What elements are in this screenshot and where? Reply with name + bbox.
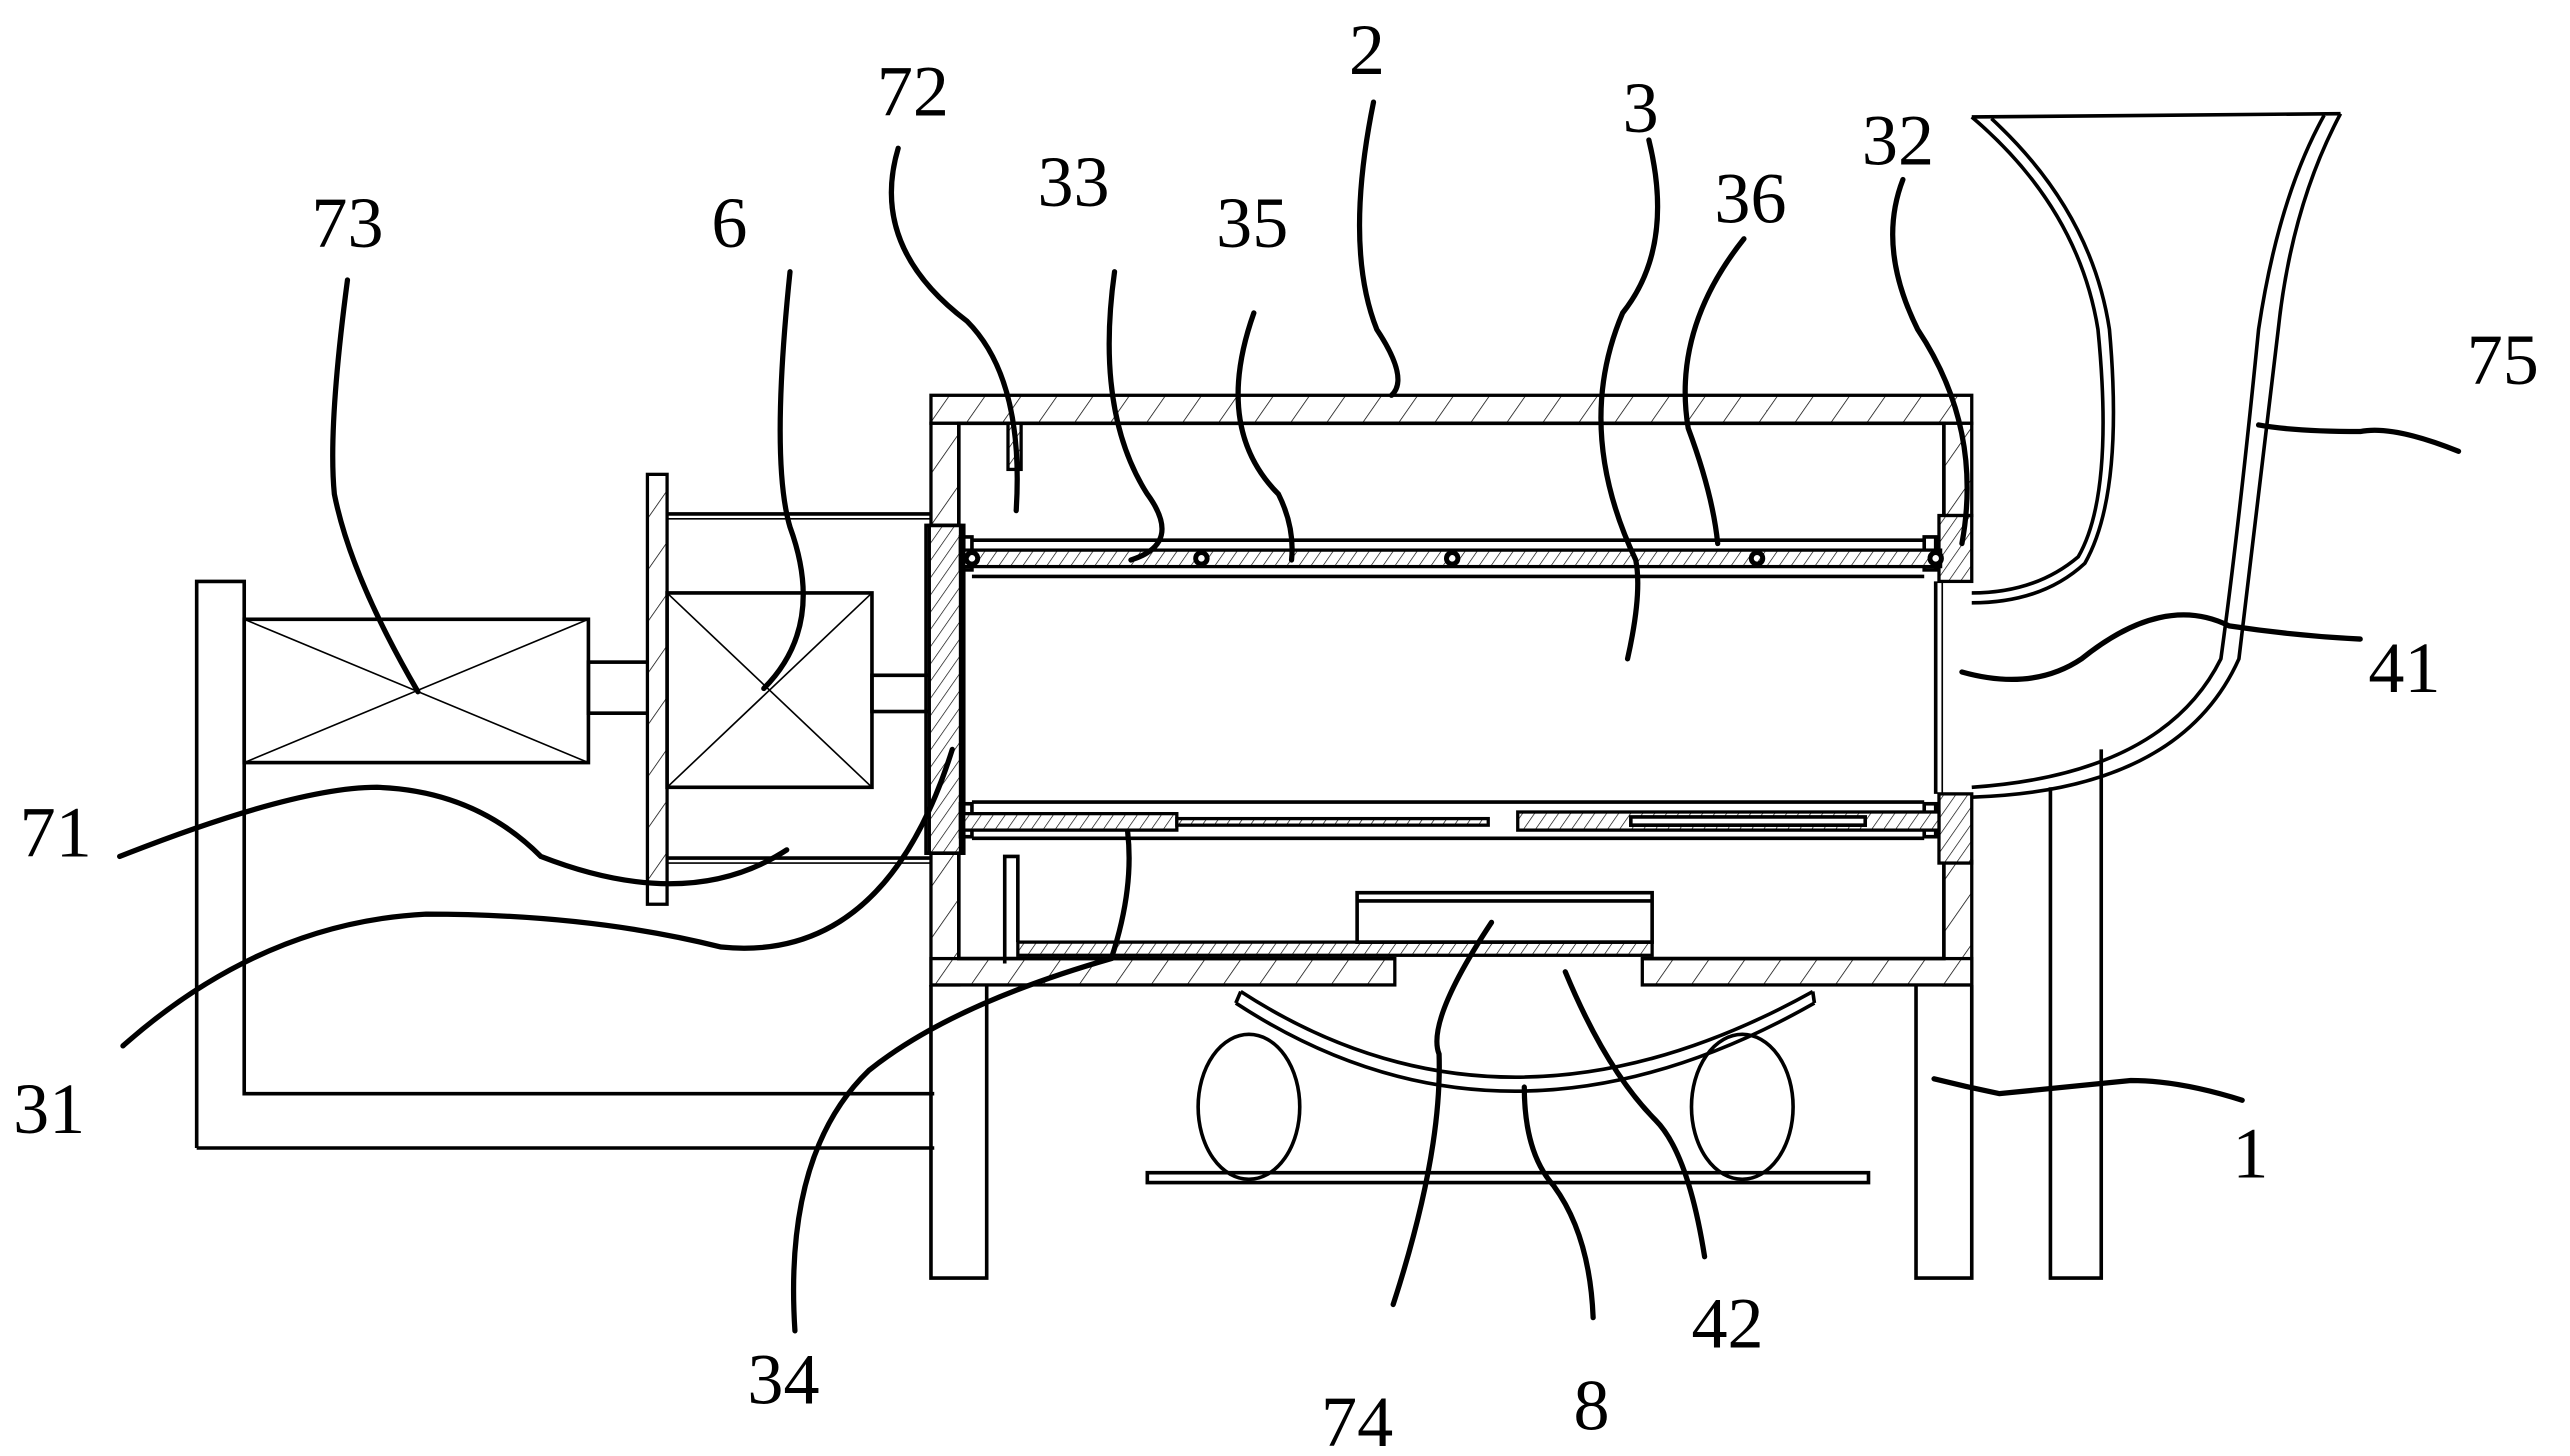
support-legs-1 — [929, 749, 2104, 1280]
ball — [1193, 550, 1210, 567]
discharge-tray-74 — [1002, 854, 1654, 964]
leader-8 — [1521, 1084, 1596, 1321]
leader-1 — [1931, 1076, 2245, 1103]
label-6: 6 — [711, 183, 747, 263]
leader-74 — [1390, 919, 1495, 1308]
label-72: 72 — [877, 51, 949, 131]
label-32: 32 — [1862, 101, 1934, 181]
reducer-6 — [665, 591, 933, 790]
label-2: 2 — [1349, 10, 1385, 90]
rollers — [1196, 1032, 1795, 1182]
label-71: 71 — [20, 792, 92, 872]
ball — [1748, 550, 1766, 567]
label-34: 34 — [747, 1339, 819, 1419]
base-plate — [1145, 1170, 1871, 1185]
ball — [963, 550, 981, 567]
label-1: 1 — [2232, 1113, 2268, 1193]
leader-34 — [790, 829, 1132, 1334]
leader-41 — [1959, 612, 2363, 682]
label-41: 41 — [2368, 628, 2440, 708]
ball — [1927, 550, 1944, 567]
label-3: 3 — [1623, 68, 1659, 148]
reference-labels: 73 6 72 33 35 2 3 36 32 75 41 71 31 34 7… — [13, 10, 2539, 1456]
elbow-pipe-75 — [1970, 111, 2343, 799]
leader-72 — [888, 145, 1020, 514]
leader-42 — [1562, 969, 1708, 1260]
leader-32 — [1890, 176, 1970, 547]
left-support-frame — [194, 579, 935, 1150]
leader-lines — [117, 99, 2462, 1334]
ball — [1443, 550, 1461, 567]
label-36: 36 — [1714, 158, 1786, 238]
leader-6 — [761, 269, 806, 692]
drum-3 — [924, 513, 1974, 865]
leader-33 — [1106, 269, 1165, 563]
label-74: 74 — [1321, 1382, 1393, 1456]
label-75: 75 — [2467, 320, 2539, 400]
leader-73 — [330, 277, 421, 695]
label-33: 33 — [1038, 142, 1110, 222]
leader-3 — [1598, 137, 1661, 662]
label-35: 35 — [1216, 183, 1288, 263]
leader-31 — [120, 746, 955, 1049]
leader-2 — [1356, 99, 1401, 398]
label-8: 8 — [1573, 1365, 1609, 1445]
label-73: 73 — [311, 183, 383, 263]
leader-35 — [1235, 310, 1295, 563]
linkage-rods-71 — [667, 512, 935, 864]
motor-73 — [242, 617, 651, 765]
trough-8 — [1234, 989, 1817, 1093]
leader-75 — [2255, 422, 2462, 454]
label-42: 42 — [1691, 1283, 1763, 1363]
housing-2 — [929, 393, 1974, 987]
leader-36 — [1682, 236, 1747, 547]
mounting-plate — [645, 472, 669, 906]
label-31: 31 — [13, 1069, 85, 1149]
leader-71 — [117, 784, 790, 887]
